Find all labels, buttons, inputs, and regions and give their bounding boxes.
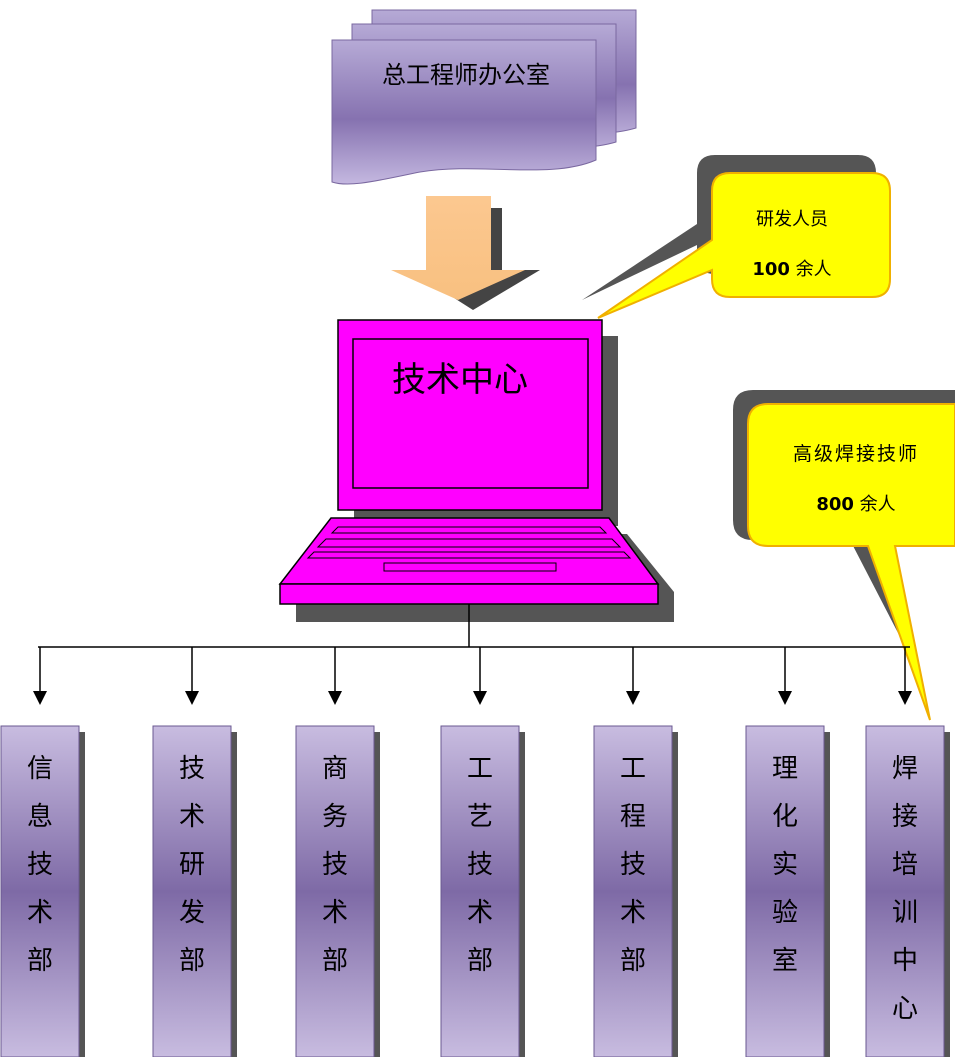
center-label: 技术中心 [392, 360, 528, 400]
department-box: 信息技术部 [0, 725, 85, 1057]
office-node: 总工程师办公室 [331, 9, 637, 185]
department-box-fill [0, 725, 80, 1057]
department-box: 技术研发部 [152, 725, 237, 1057]
connectors [38, 604, 910, 648]
laptop-touchpad [383, 562, 557, 572]
department-box-fill [745, 725, 825, 1057]
callout-welders-bubble [747, 403, 955, 721]
department-label: 商务技术部 [322, 754, 348, 976]
callout-welders-count: 800 [816, 494, 854, 515]
laptop-front-edge [279, 583, 659, 605]
department-arrowhead [626, 691, 640, 705]
department-row: 信息技术部 技术研发部 商务技术部 工艺技术部 工程技术部 理化实验室 焊接培训中心 [0, 725, 950, 1057]
department-arrowhead [33, 691, 47, 705]
department-box: 焊接培训中心 [865, 725, 950, 1057]
department-box: 商务技术部 [295, 725, 380, 1057]
callout-rd: 研发人员 100 余人 [582, 155, 891, 319]
department-arrowhead [778, 691, 792, 705]
callout-welders-unit: 余人 [854, 494, 896, 515]
office-doc-front [331, 39, 597, 185]
laptop-display [352, 338, 589, 489]
department-box: 理化实验室 [745, 725, 830, 1057]
department-label: 信息技术部 [27, 754, 53, 976]
callout-rd-line2: 100 余人 [752, 259, 831, 280]
department-label: 技术研发部 [179, 754, 205, 976]
department-arrowhead [185, 691, 199, 705]
office-label: 总工程师办公室 [382, 61, 550, 89]
department-arrows [33, 647, 912, 705]
down-arrow-shape [391, 196, 525, 300]
department-arrowhead [473, 691, 487, 705]
department-label: 工程技术部 [620, 754, 646, 976]
department-box: 工艺技术部 [440, 725, 525, 1057]
department-box-fill [295, 725, 375, 1057]
laptop-key-row-2 [316, 538, 622, 548]
office-to-center-arrow [391, 196, 540, 310]
department-box-fill [593, 725, 673, 1057]
center-node: 技术中心 [278, 319, 674, 622]
department-label: 焊接培训中心 [892, 754, 918, 1024]
callout-rd-count: 100 [752, 259, 790, 280]
department-label: 理化实验室 [772, 754, 798, 976]
laptop-key-row-1 [330, 526, 608, 534]
callout-rd-bubble [597, 172, 891, 319]
callout-welders: 高级焊接技师 800 余人 [733, 390, 955, 721]
department-box-fill [152, 725, 232, 1057]
department-arrowhead [898, 691, 912, 705]
laptop-key-row-3 [306, 551, 632, 559]
department-arrowhead [328, 691, 342, 705]
callout-welders-line1: 高级焊接技师 [793, 443, 919, 465]
department-box-fill [865, 725, 945, 1057]
department-label: 工艺技术部 [467, 754, 493, 976]
callout-rd-unit: 余人 [790, 259, 832, 280]
callout-rd-line1: 研发人员 [756, 209, 828, 230]
department-box-fill [440, 725, 520, 1057]
callout-welders-line2: 800 余人 [816, 494, 895, 515]
department-box: 工程技术部 [593, 725, 678, 1057]
